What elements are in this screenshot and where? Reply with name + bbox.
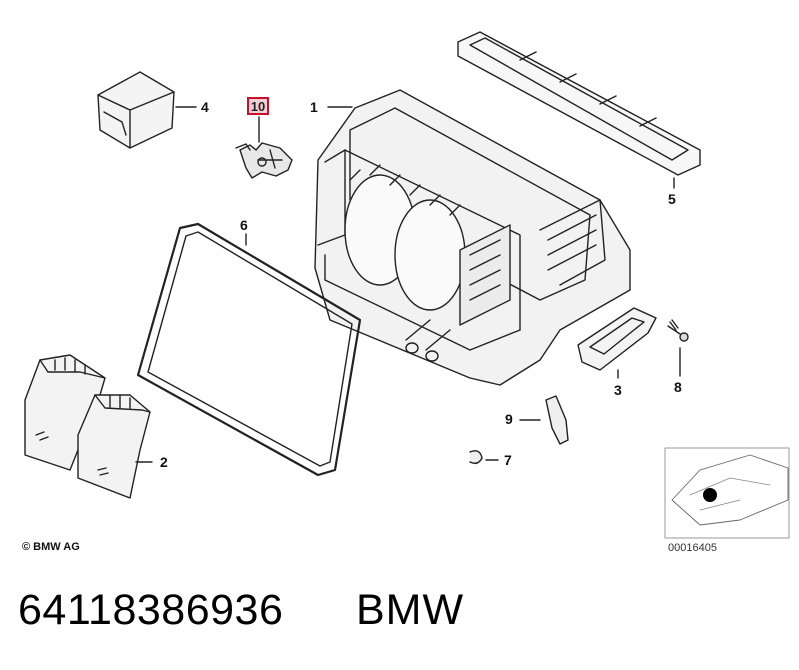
callout-4[interactable]: 4 (201, 99, 209, 115)
callout-8[interactable]: 8 (674, 379, 682, 395)
callout-9[interactable]: 9 (505, 411, 513, 427)
callout-6[interactable]: 6 (240, 217, 248, 233)
part-5-frame-gasket (457, 31, 701, 189)
diagram-id: 00016405 (668, 542, 717, 554)
brand-name: BMW (356, 586, 465, 634)
callout-3[interactable]: 3 (614, 382, 622, 398)
callout-1[interactable]: 1 (310, 99, 318, 115)
part-9-hose (519, 395, 569, 445)
part-7-clip (469, 450, 499, 465)
part-number: 64118386936 (18, 586, 284, 634)
copyright-text: © BMW AG (22, 541, 80, 553)
location-dot (703, 488, 717, 502)
part-8-screw (667, 319, 689, 377)
callout-7[interactable]: 7 (504, 452, 512, 468)
part-10-actuator (235, 116, 293, 179)
part-1-heater-housing (314, 89, 631, 386)
car-location-inset (664, 447, 790, 539)
callout-10-highlight[interactable]: 10 (247, 97, 269, 115)
part-6-seal (136, 222, 362, 477)
callout-2[interactable]: 2 (160, 454, 168, 470)
part-2-air-ducts (24, 354, 153, 499)
callout-5[interactable]: 5 (668, 191, 676, 207)
part-4-foam-block (97, 71, 197, 149)
callout-10-label: 10 (250, 99, 266, 114)
part-3-small-frame (577, 307, 657, 379)
